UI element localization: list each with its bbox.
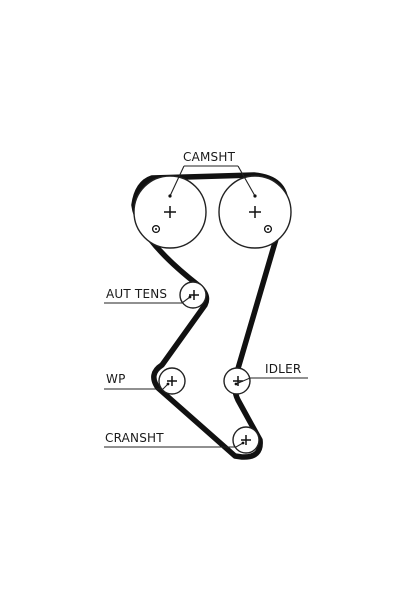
idler-label: IDLER (265, 362, 301, 376)
water-pump-leader (104, 382, 170, 390)
camshaft-pulley-right (218, 175, 292, 249)
idler-pulley (223, 367, 251, 395)
camshaft-pulley-left (133, 175, 207, 249)
crankshaft-leader (104, 441, 245, 448)
auto-tensioner-label: AUT TENS (106, 287, 167, 301)
idler-leader (234, 377, 308, 386)
auto-tensioner-leader (104, 295, 192, 304)
camshaft-leader (168, 165, 257, 198)
crankshaft-label: CRANSHT (105, 431, 164, 445)
auto-tensioner-pulley (179, 281, 207, 309)
water-pump-pulley (158, 367, 186, 395)
camshaft-label: CAMSHT (183, 150, 236, 164)
crankshaft-pulley (232, 426, 260, 454)
water-pump-label: WP (106, 372, 126, 386)
